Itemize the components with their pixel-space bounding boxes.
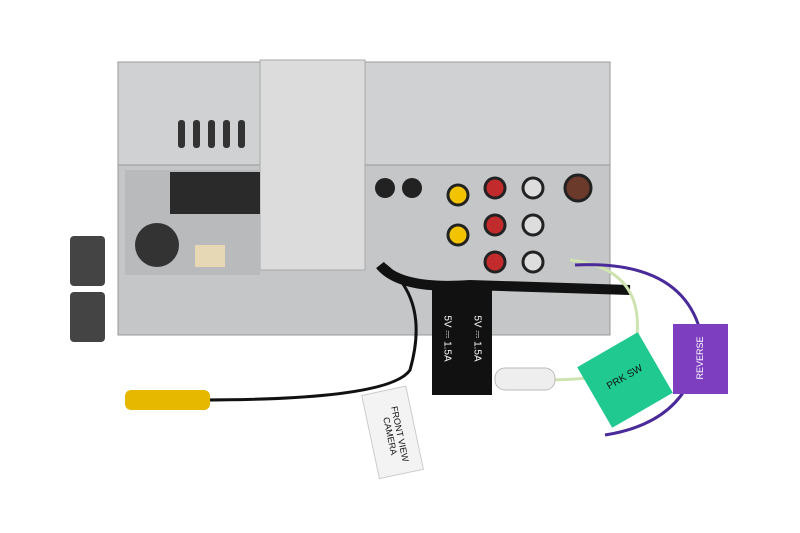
usb-power-label-2: 5V ⎓ 1.5A <box>471 315 483 362</box>
rca-jacks <box>375 173 593 274</box>
iso-connector <box>170 172 260 214</box>
heatsink-plate <box>259 59 366 271</box>
small-connector <box>195 245 225 267</box>
spade-terminal <box>494 367 556 391</box>
usb-power-label-1: 5V ⎓ 1.5A <box>441 315 453 362</box>
vent-slots <box>178 120 245 148</box>
camera-cable <box>199 263 418 402</box>
parking-tag <box>577 332 673 428</box>
camera-tag <box>361 385 425 480</box>
reverse-label: REVERSE <box>695 336 705 380</box>
usb-port-1[interactable] <box>70 236 105 286</box>
usb-port-2[interactable] <box>70 292 105 342</box>
reverse-tag <box>673 324 728 394</box>
camera-rca-plug <box>125 390 210 410</box>
steering-connector <box>135 223 179 267</box>
wire-bundle <box>376 261 631 295</box>
usb-power-tag-2 <box>462 290 492 395</box>
usb-power-tag-1 <box>432 290 462 395</box>
